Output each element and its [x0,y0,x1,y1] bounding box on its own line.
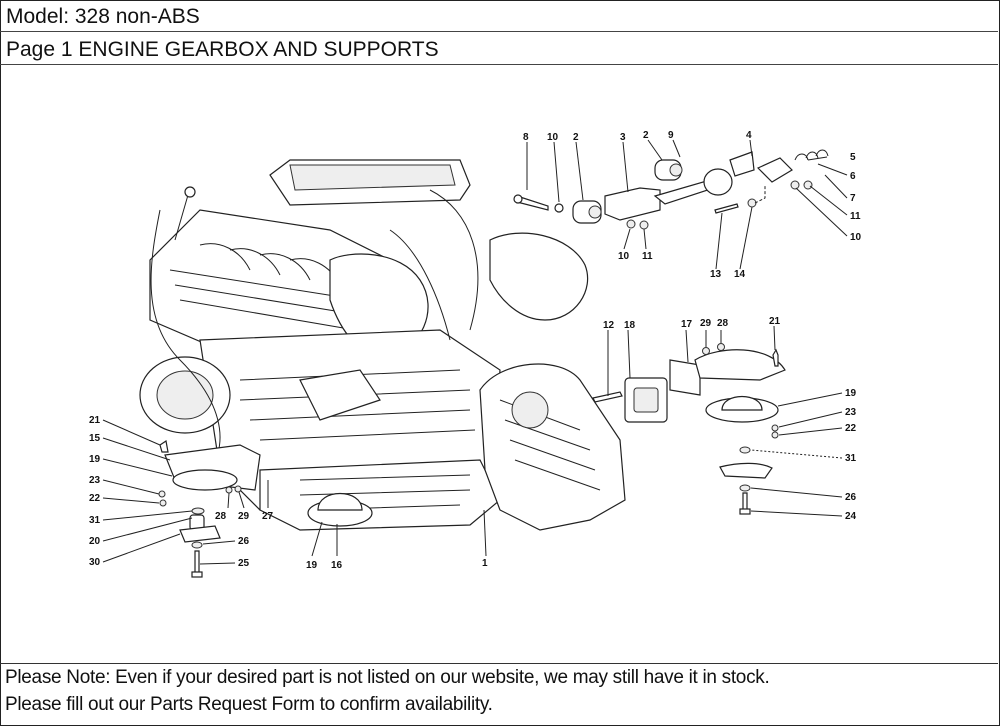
callout-top-7: 7 [850,193,856,204]
parts-diagram: 8 10 2 3 2 9 4 5 6 7 11 10 10 11 13 14 1… [0,66,998,662]
callout-left-22: 22 [89,493,101,504]
callout-top-6: 6 [850,171,856,182]
callout-bottom-1: 1 [482,558,488,569]
callout-right-17: 17 [681,319,693,330]
callout-left-27: 27 [262,511,274,522]
callout-left-15: 15 [89,433,101,444]
callout-right-21: 21 [769,316,781,327]
callout-top-11b: 11 [642,251,653,262]
callout-right-26: 26 [845,492,857,503]
callout-right-19: 19 [845,388,857,399]
callout-right-18: 18 [624,320,636,331]
callout-top-5: 5 [850,152,856,163]
callout-left-19: 19 [89,454,101,465]
callout-right-24: 24 [845,511,857,522]
callout-top-9: 9 [668,130,674,141]
callout-top-3: 3 [620,132,626,143]
callout-top-13: 13 [710,269,722,280]
callout-left-23: 23 [89,475,101,486]
leader-lines [102,139,848,565]
note-line-1: Please Note: Even if your desired part i… [5,667,770,688]
callout-left-29: 29 [238,511,250,522]
callout-left-20: 20 [89,536,101,547]
callout-right-28: 28 [717,318,729,329]
callout-bottom-16: 16 [331,560,343,571]
callout-top-8: 8 [523,132,529,143]
model-label: Model: 328 non-ABS [0,0,998,32]
callout-right-31: 31 [845,453,857,464]
callout-top-2b: 2 [643,130,649,141]
callout-labels: 8 10 2 3 2 9 4 5 6 7 11 10 10 11 13 14 1… [89,130,862,571]
callout-top-10: 10 [547,132,559,143]
exploded-view-illustration: 8 10 2 3 2 9 4 5 6 7 11 10 10 11 13 14 1… [89,130,862,578]
callout-left-26: 26 [238,536,250,547]
callout-top-11: 11 [850,211,861,222]
callout-right-12: 12 [603,320,615,331]
right-mount-illustration [592,343,786,515]
callout-left-21: 21 [89,415,101,426]
callout-top-14: 14 [734,269,746,280]
linkage-assembly-illustration [513,149,829,230]
callout-right-29: 29 [700,318,712,329]
callout-top-2: 2 [573,132,579,143]
callout-bottom-19: 19 [306,560,318,571]
callout-left-25: 25 [238,558,250,569]
callout-left-28: 28 [215,511,227,522]
callout-top-10c: 10 [618,251,630,262]
left-mount-illustration [158,439,373,578]
callout-top-4: 4 [746,130,752,141]
page-title: Page 1 ENGINE GEARBOX AND SUPPORTS [0,33,998,65]
availability-note: Please Note: Even if your desired part i… [0,663,998,725]
callout-right-22: 22 [845,423,857,434]
note-line-2: Please fill out our Parts Request Form t… [5,694,493,715]
callout-left-31: 31 [89,515,101,526]
callout-left-30: 30 [89,557,101,568]
callout-right-23: 23 [845,407,857,418]
callout-top-10b: 10 [850,232,862,243]
